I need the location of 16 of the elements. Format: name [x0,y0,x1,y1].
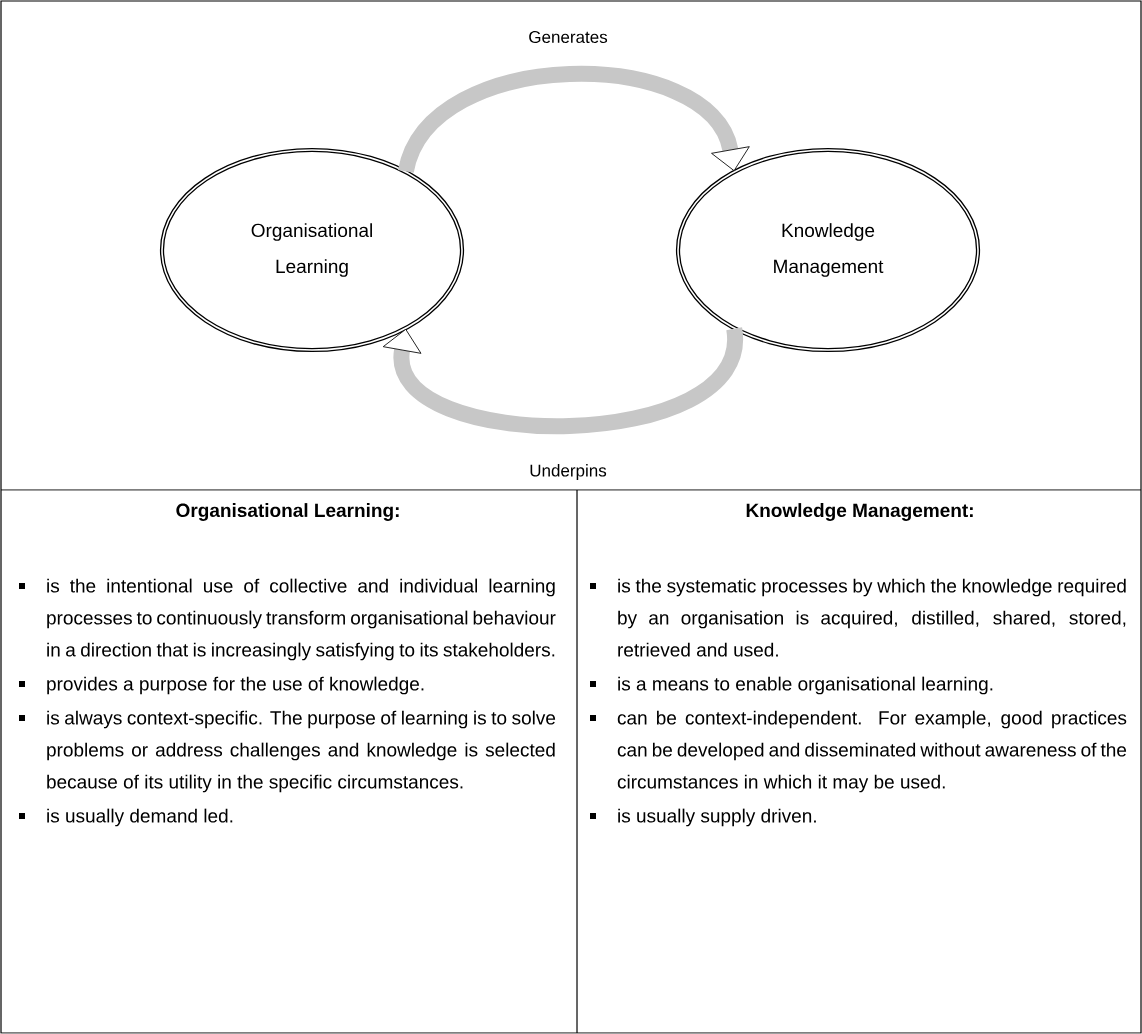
bullet-item: provides a purpose for the use of knowledge. [19,676,424,695]
bullet-item: is a means to enable organisational learning. [590,676,993,695]
bullet-item: can be context-independent. For example, good practices can be developed and disseminated without awareness of the circumstances in which it may be used. [590,710,1127,793]
bullet-item: is the systematic processes by which the knowledge required by an organisation is acquired, distilled, shared, stored, retrieved and used. [590,578,1126,657]
bullet-item: is usually demand led. [19,808,233,827]
bullet-item: is the intentional use of collective and individual learning processes to continuously transform organisational behaviour in a direction that is increasingly satisfying to its stakeholders. [19,578,556,661]
column-heading: Organisational Learning: [176,503,399,521]
column-heading: Knowledge Management: [746,503,973,521]
edge-label: Underpins [528,463,608,481]
curved-arrow [398,66,750,175]
curved-arrow [382,328,743,434]
ellipse-node: Knowledge Management [675,147,981,353]
edge-label: Generates [527,30,609,44]
ellipse-node: Organisational Learning [159,147,465,353]
bullet-item: is usually supply driven. [590,808,816,827]
bullet-item: is always context-specific. The purpose of learning is to solve problems or address challenges and knowledge is selected because of its utility in the specific circumstances. [19,710,556,793]
